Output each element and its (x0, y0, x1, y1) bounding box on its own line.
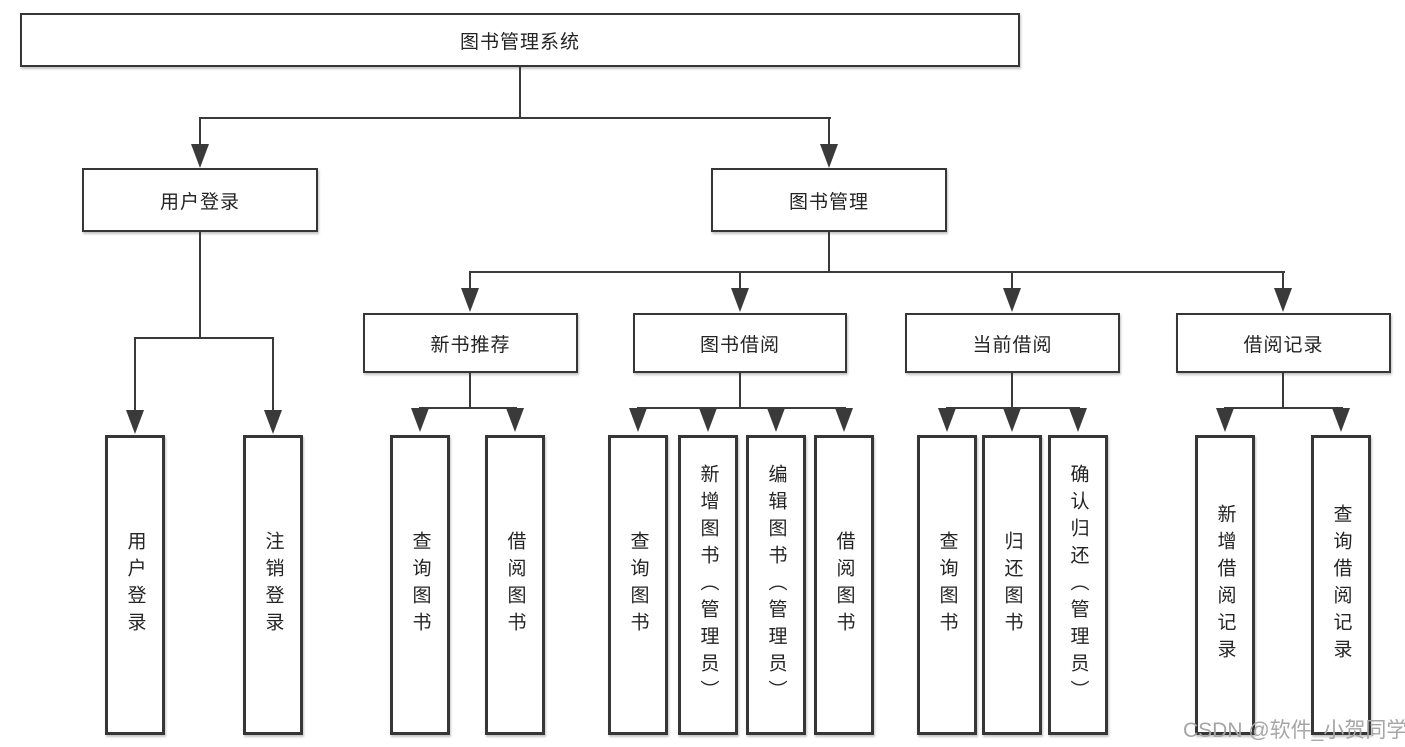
leaf-query-borrow-record: 查询借阅记录 (1311, 435, 1371, 735)
node-label: 当前借阅 (972, 334, 1053, 356)
arrow-down-icon (411, 408, 429, 432)
arrow-down-icon (731, 288, 749, 312)
connector-line (134, 337, 274, 339)
leaf-logout: 注销登录 (243, 435, 303, 735)
leaf-user-login: 用户登录 (105, 435, 165, 735)
node-label: 确认归还（管理员） (1067, 463, 1089, 707)
connector-line (519, 67, 521, 118)
arrow-down-icon (1003, 288, 1021, 312)
node-label: 查询图书 (936, 531, 958, 639)
connector-line (1011, 271, 1013, 290)
node-user-login: 用户登录 (82, 168, 318, 232)
node-label: 借阅记录 (1243, 334, 1324, 356)
arrow-down-icon (699, 408, 717, 432)
arrow-down-icon (1003, 408, 1021, 432)
arrow-down-icon (820, 144, 838, 168)
connector-line (828, 232, 830, 273)
leaf-query-books-recommend: 查询图书 (390, 435, 450, 735)
leaf-borrow-books-recommend: 借阅图书 (485, 435, 545, 735)
node-book-management: 图书管理 (711, 168, 947, 232)
node-label: 新增图书（管理员） (697, 463, 719, 707)
node-book-borrowing: 图书借阅 (633, 313, 847, 373)
arrow-down-icon (1216, 408, 1234, 432)
node-label: 借阅图书 (504, 531, 526, 639)
leaf-confirm-return-admin: 确认归还（管理员） (1048, 435, 1108, 735)
node-label: 图书管理 (788, 191, 869, 213)
arrow-down-icon (1332, 408, 1350, 432)
connector-line (419, 407, 517, 409)
csdn-watermark: CSDN @软件_小贺同学 (1183, 719, 1405, 742)
node-borrowing-records: 借阅记录 (1176, 313, 1391, 373)
connector-line (1282, 271, 1284, 290)
arrow-down-icon (938, 408, 956, 432)
connector-line (1224, 407, 1343, 409)
leaf-query-books-current: 查询图书 (917, 435, 977, 735)
arrow-down-icon (629, 408, 647, 432)
arrow-down-icon (126, 410, 144, 434)
connector-line (469, 271, 1285, 273)
leaf-query-books-borrow: 查询图书 (608, 435, 668, 735)
leaf-borrow-books: 借阅图书 (814, 435, 874, 735)
node-label: 借阅图书 (833, 531, 855, 639)
leaf-edit-books-admin: 编辑图书（管理员） (746, 435, 806, 735)
node-label: 编辑图书（管理员） (765, 463, 787, 707)
arrow-down-icon (767, 408, 785, 432)
connector-line (199, 117, 201, 146)
connector-line (1011, 373, 1013, 409)
arrow-down-icon (264, 410, 282, 434)
node-label: 新书推荐 (430, 334, 511, 356)
arrow-down-icon (835, 408, 853, 432)
leaf-add-books-admin: 新增图书（管理员） (678, 435, 738, 735)
node-label: 用户登录 (159, 191, 240, 213)
node-label: 注销登录 (262, 531, 284, 639)
connector-line (1282, 373, 1284, 409)
node-label: 新增借阅记录 (1214, 504, 1236, 666)
node-label: 查询图书 (627, 531, 649, 639)
arrow-down-icon (461, 288, 479, 312)
node-current-borrowing: 当前借阅 (905, 313, 1120, 373)
connector-line (469, 373, 471, 409)
connector-line (637, 407, 846, 409)
node-label: 图书借阅 (699, 334, 780, 356)
node-label: 查询图书 (409, 531, 431, 639)
connector-line (828, 117, 830, 146)
connector-line (272, 337, 274, 412)
arrow-down-icon (191, 144, 209, 168)
connector-line (739, 271, 741, 290)
connector-line (199, 117, 831, 119)
node-label: 图书管理系统 (459, 31, 580, 53)
node-label: 用户登录 (124, 531, 146, 639)
node-library-system: 图书管理系统 (20, 13, 1020, 67)
arrow-down-icon (1069, 408, 1087, 432)
node-new-book-recommend: 新书推荐 (363, 313, 578, 373)
connector-line (134, 337, 136, 412)
node-label: 查询借阅记录 (1330, 504, 1352, 666)
connector-line (469, 271, 471, 290)
node-label: 归还图书 (1001, 531, 1023, 639)
leaf-add-borrow-record: 新增借阅记录 (1195, 435, 1255, 735)
connector-line (199, 232, 201, 339)
leaf-return-books: 归还图书 (982, 435, 1042, 735)
arrow-down-icon (506, 408, 524, 432)
connector-line (739, 373, 741, 409)
arrow-down-icon (1274, 288, 1292, 312)
